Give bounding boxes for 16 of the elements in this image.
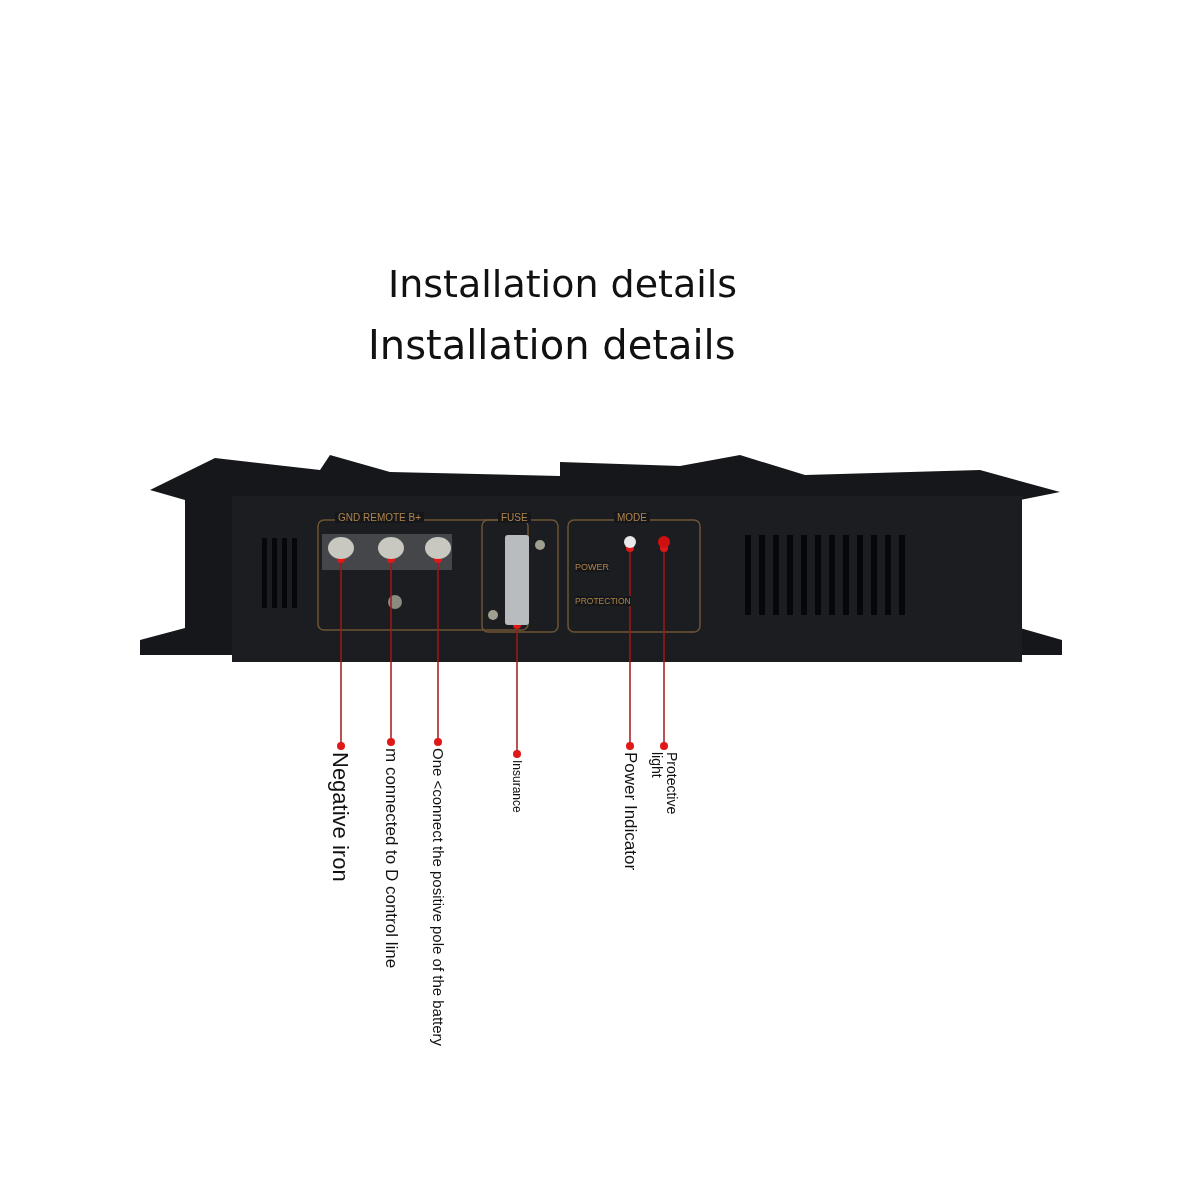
mode-label: MODE [614, 512, 650, 523]
callout-text: One <connect the positive pole of the battery [430, 748, 446, 1047]
fuse [505, 535, 529, 625]
callout-text: m connected to D control line [382, 748, 400, 969]
callout-text: Insurance [510, 760, 524, 813]
indicator-label: POWER [575, 562, 609, 572]
callout-text: Power Indicator [621, 752, 639, 871]
fuse-label: FUSE [498, 512, 531, 523]
indicator-label: PROTECTION [575, 596, 631, 606]
callout-text: Negative iron [328, 752, 352, 882]
title: Installation details [388, 262, 738, 306]
callout-text: Protective light [649, 752, 679, 832]
heading: Installation details [368, 322, 736, 368]
leader-line [660, 544, 668, 750]
leader-line [626, 544, 634, 750]
terminal-label: GND REMOTE B+ [335, 512, 425, 523]
